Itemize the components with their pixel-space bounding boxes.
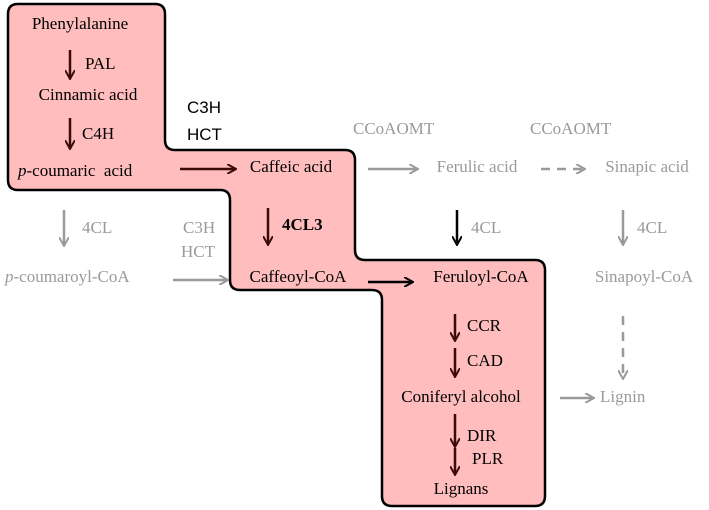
p-coumaroyl-rest: -coumaroyl-CoA bbox=[14, 267, 131, 286]
p-coumaric-rest: -coumaric acid bbox=[27, 161, 133, 180]
enzyme-4cl-left: 4CL bbox=[82, 218, 112, 237]
enzyme-dir: DIR bbox=[467, 426, 497, 445]
highlighted-pathway-region bbox=[6, 2, 547, 508]
node-caffeoyl-coa: Caffeoyl-CoA bbox=[250, 267, 348, 286]
node-cinnamic-acid: Cinnamic acid bbox=[39, 85, 138, 104]
enzyme-ccr: CCR bbox=[467, 316, 502, 335]
enzyme-4cl3: 4CL3 bbox=[282, 215, 323, 234]
enzyme-c3h-mid: C3H bbox=[183, 218, 215, 237]
enzyme-cad: CAD bbox=[467, 351, 503, 370]
enzyme-ccoaomt-1: CCoAOMT bbox=[353, 119, 435, 138]
enzyme-pal: PAL bbox=[85, 54, 116, 73]
enzyme-plr: PLR bbox=[472, 449, 504, 468]
node-p-coumaric-acid: p-coumaric acid bbox=[17, 161, 133, 180]
enzyme-c3h-top: C3H bbox=[187, 98, 221, 117]
enzyme-hct-mid: HCT bbox=[181, 242, 216, 261]
p-prefix: p bbox=[17, 161, 27, 180]
node-feruloyl-coa: Feruloyl-CoA bbox=[433, 267, 529, 286]
node-coniferyl-alcohol: Coniferyl alcohol bbox=[401, 387, 521, 406]
node-p-coumaroyl-coa: p-coumaroyl-CoA bbox=[4, 267, 130, 286]
enzyme-4cl-mid: 4CL bbox=[471, 218, 501, 237]
node-lignans: Lignans bbox=[434, 479, 489, 498]
node-lignin: Lignin bbox=[600, 387, 646, 406]
node-sinapoyl-coa: Sinapoyl-CoA bbox=[595, 267, 694, 286]
node-sinapic-acid: Sinapic acid bbox=[605, 157, 689, 176]
node-caffeic-acid: Caffeic acid bbox=[250, 157, 333, 176]
enzyme-hct-top: HCT bbox=[187, 125, 222, 144]
enzyme-4cl-right: 4CL bbox=[637, 218, 667, 237]
node-phenylalanine: Phenylalanine bbox=[32, 14, 128, 33]
enzyme-ccoaomt-2: CCoAOMT bbox=[530, 119, 612, 138]
node-ferulic-acid: Ferulic acid bbox=[437, 157, 518, 176]
p-prefix-2: p bbox=[4, 267, 14, 286]
enzyme-c4h: C4H bbox=[82, 124, 114, 143]
